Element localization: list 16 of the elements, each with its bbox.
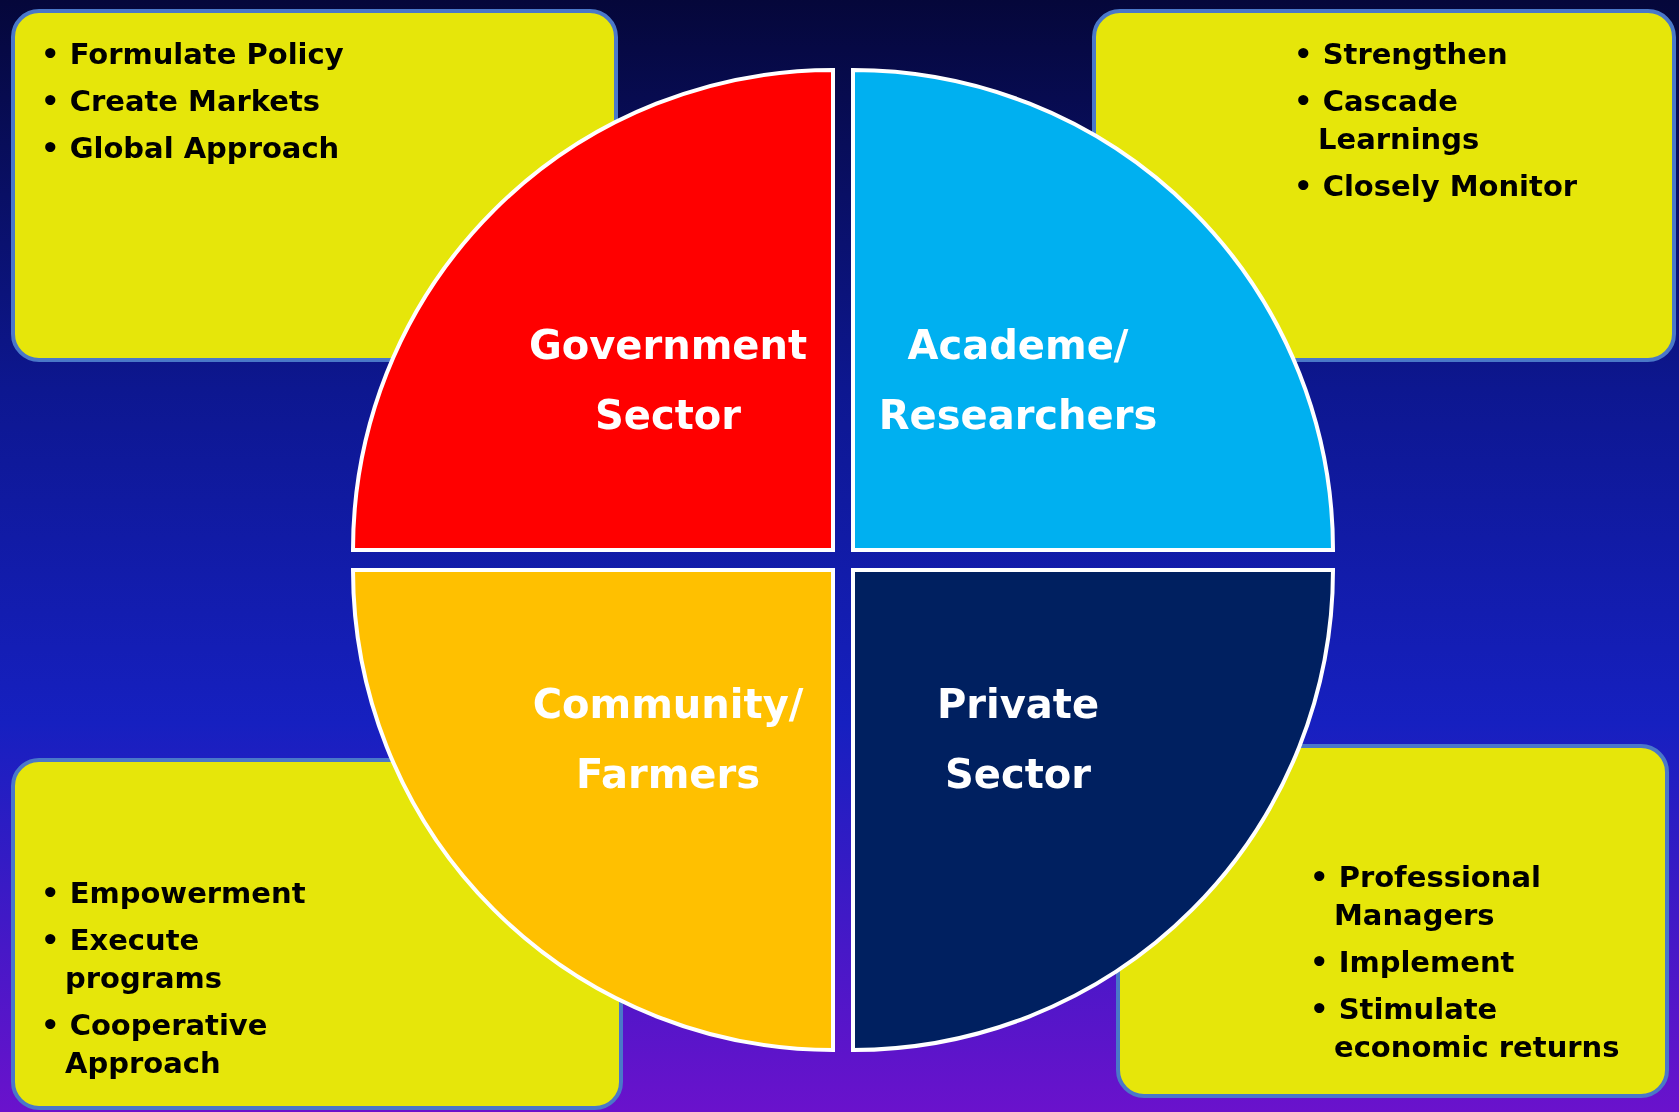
bullet-item: • Cascade Learnings <box>1294 83 1481 158</box>
bullet-item: • Cooperative Approach <box>41 1007 269 1082</box>
quadrant-label: Community/ Farmers <box>531 680 805 799</box>
bullet-item: • Closely Monitor <box>1294 168 1579 205</box>
bullet-item: • Stimulate economic returns <box>1310 991 1621 1066</box>
bullet-item: • Professional Managers <box>1310 859 1542 934</box>
bullet-item: • Strengthen <box>1294 36 1509 73</box>
bullet-item: • Empowerment <box>41 875 307 912</box>
quadrant-label: Academe/ Researchers <box>877 321 1159 440</box>
quadrant-label: Private Sector <box>935 680 1101 799</box>
bullet-item: • Formulate Policy <box>41 36 345 73</box>
bullet-item: • Implement <box>1310 944 1516 981</box>
bullet-item: • Global Approach <box>41 130 341 167</box>
bullet-item: • Execute programs <box>41 922 224 997</box>
bullet-item: • Create Markets <box>41 83 322 120</box>
quadrant-label: Government Sector <box>527 321 809 440</box>
